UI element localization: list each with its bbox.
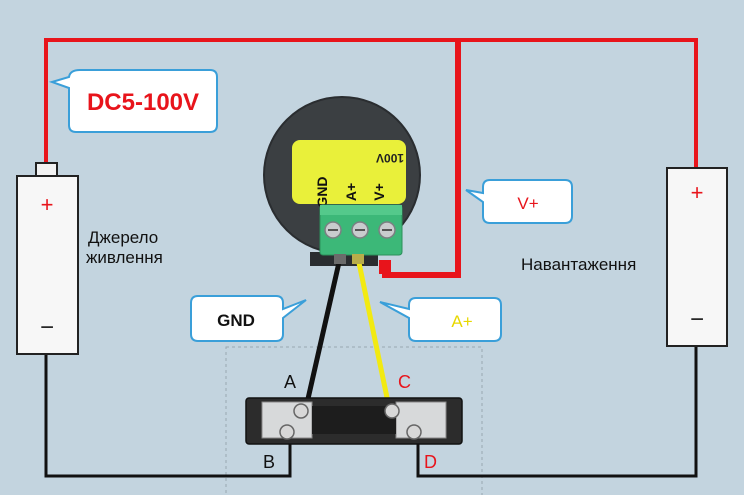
shunt-label-c: C [398,372,411,392]
power-source-battery: + − [16,162,79,355]
screw-icon [293,403,309,419]
shunt-frame [225,346,483,495]
source-label-line1: Джерело [88,228,158,247]
aplus-callout: A+ [379,297,502,342]
gnd-lead [302,257,343,413]
pin-label-gnd: GND [314,176,330,207]
shunt-label-b: B [263,452,275,472]
voltage-range-text: DC5-100V [87,89,199,116]
vplus-text: V+ [517,194,538,213]
shunt-label-d: D [424,452,437,472]
pin-label-aplus: A+ [343,183,359,201]
screw-icon [406,424,422,440]
source-minus-sign: − [40,314,54,341]
source-plus-sign: + [41,192,54,217]
aplus-lead [355,257,393,413]
shunt-label-a: A [284,372,296,392]
voltmeter: 100V GND A+ V+ [263,96,421,266]
gnd-callout: GND [190,295,307,342]
load-minus-sign: − [690,306,704,333]
gnd-callout-text: GND [217,311,255,330]
screw-icon [384,403,400,419]
load-label: Навантаження [521,255,636,274]
screw-icon [279,424,295,440]
load-plus-sign: + [691,180,704,205]
source-label-line2: живлення [86,248,163,267]
load-battery: + − [666,167,728,347]
meter-leads [302,257,393,413]
black-wire [44,345,698,478]
vplus-callout: V+ [465,179,573,224]
aplus-callout-text: A+ [451,312,472,331]
meter-rating: 100V [376,151,404,165]
meter-label-plate [292,140,406,204]
voltage-range-callout: DC5-100V [48,69,218,133]
pin-label-vplus: V+ [371,183,387,201]
shunt-resistor [245,397,463,445]
